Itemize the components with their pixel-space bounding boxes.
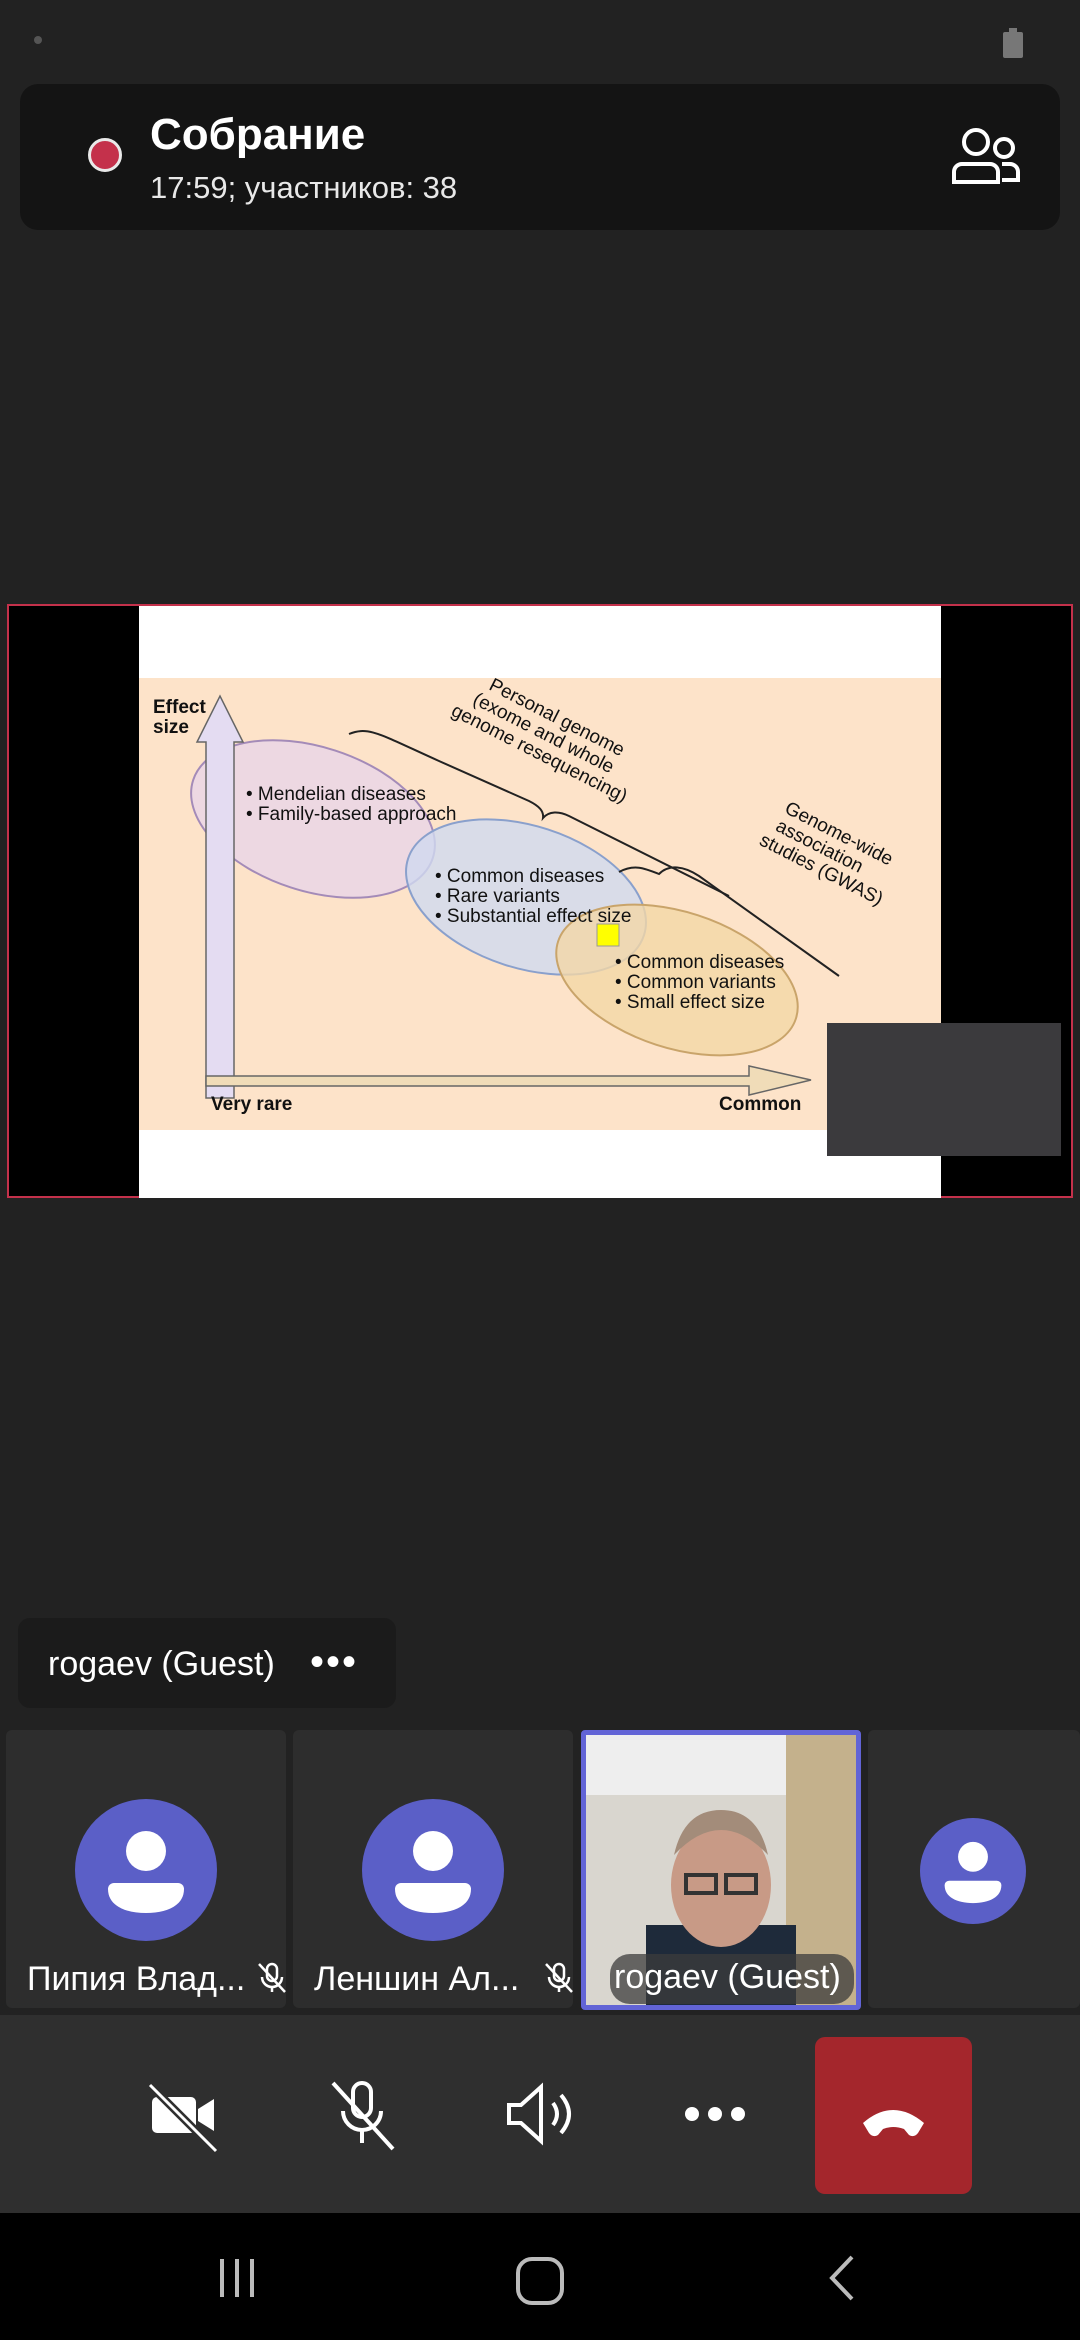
rare-text-2: • Rare variants [435, 886, 560, 907]
common-text-1: • Common diseases [615, 952, 784, 973]
participant-name: Леншин Ал... [314, 1960, 520, 1998]
status-indicator [34, 36, 42, 44]
x-axis-left-label: Very rare [211, 1094, 292, 1115]
x-axis-arrow [205, 1065, 812, 1096]
camera-off-icon[interactable] [138, 2069, 228, 2159]
common-text-3: • Small effect size [615, 992, 765, 1013]
speaker-label[interactable] [18, 1618, 396, 1708]
hang-up-button[interactable] [815, 2037, 972, 2194]
system-navigation-bar [0, 2213, 1080, 2340]
mic-off-icon [545, 1962, 573, 1993]
mendelian-text-2: • Family-based approach [246, 804, 456, 825]
speaker-name: rogaev (Guest) [48, 1645, 275, 1683]
more-options-icon[interactable] [670, 2069, 760, 2159]
back-icon[interactable] [822, 2253, 862, 2303]
meeting-title: Собрание [150, 110, 366, 159]
hang-up-icon [863, 2110, 924, 2137]
home-icon[interactable] [512, 2253, 568, 2309]
recording-indicator [88, 138, 122, 172]
mic-off-icon [258, 1962, 286, 1993]
mic-off-icon[interactable] [317, 2069, 407, 2159]
battery-icon [1003, 28, 1023, 58]
person-icon [944, 1841, 1002, 1904]
rare-text-1: • Common diseases [435, 866, 604, 887]
meeting-header [20, 84, 1060, 230]
avatar [362, 1799, 504, 1941]
presenter-video-thumbnail[interactable] [827, 1023, 1061, 1156]
brace-personal-genome [348, 730, 730, 897]
y-axis-arrow [195, 694, 245, 1099]
x-axis-right-label: Common [719, 1094, 801, 1115]
person-icon [395, 1831, 471, 1913]
mendelian-text-1: • Mendelian diseases [246, 784, 426, 805]
participant-name: Пипия Влад... [27, 1960, 246, 1998]
y-axis-label-1: Effect [153, 697, 206, 718]
cursor-marker [596, 923, 620, 947]
avatar [920, 1818, 1026, 1924]
y-axis-label-2: size [153, 717, 189, 738]
avatar [75, 1799, 217, 1941]
meeting-subtitle: 17:59; участников: 38 [150, 170, 458, 205]
common-text-2: • Common variants [615, 972, 776, 993]
participants-icon[interactable] [952, 126, 1020, 188]
participant-name: rogaev (Guest) [614, 1958, 841, 1996]
speaker-more-button[interactable]: ••• [310, 1640, 359, 1684]
recent-apps-icon[interactable] [212, 2253, 262, 2303]
presentation-slide: Effect size Very rare Common • Mendelian… [139, 606, 941, 1198]
video-name-background [610, 1954, 854, 2004]
rare-text-3: • Substantial effect size [435, 906, 631, 927]
speaker-icon[interactable] [495, 2069, 585, 2159]
person-icon [108, 1831, 184, 1913]
brace-gwas [618, 866, 840, 977]
